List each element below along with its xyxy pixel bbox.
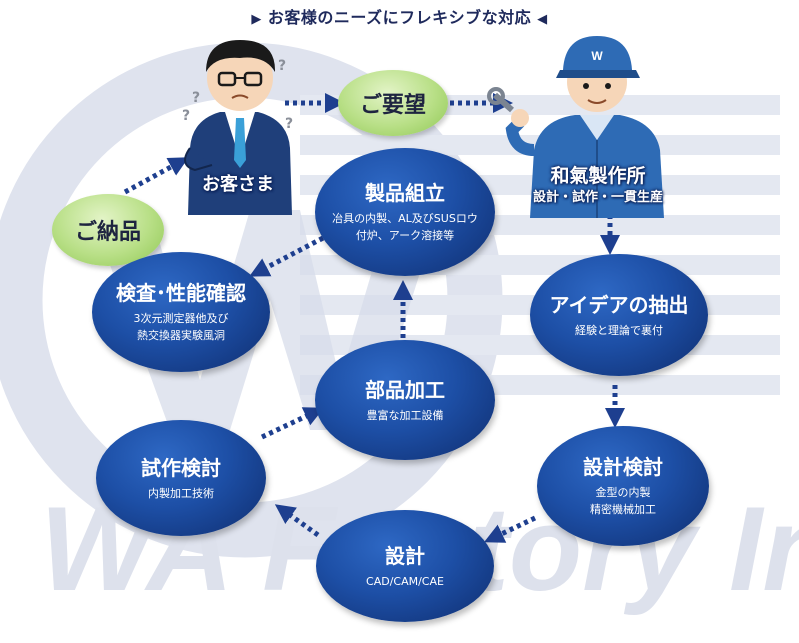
triangle-right-icon: ▶ — [251, 12, 262, 27]
node-title: 試作検討 — [141, 455, 221, 480]
node-inspection: 検査･性能確認 3次元測定器他及び 熱交換器実験風洞 — [92, 252, 270, 372]
delivery-bubble: ご納品 — [52, 194, 164, 266]
node-title: 設計検討 — [583, 455, 663, 479]
page-title: ▶ お客様のニーズにフレキシブな対応 ◀ — [0, 4, 799, 28]
node-prototype: 試作検討 内製加工技術 — [96, 420, 266, 536]
question-mark-icon: ? — [182, 108, 191, 124]
maker-label: 和氣製作所 — [550, 165, 646, 187]
question-mark-icon: ? — [278, 58, 287, 74]
node-title: 部品加工 — [365, 377, 445, 402]
maker-person — [487, 36, 664, 218]
node-title: アイデアの抽出 — [549, 292, 689, 317]
triangle-left-icon: ◀ — [537, 12, 548, 27]
maker-sublabel: 設計・試作・一貫生産 — [532, 190, 663, 205]
delivery-label: ご納品 — [74, 220, 141, 245]
node-subtitle: 内製加工技術 — [148, 486, 214, 500]
node-assembly: 製品組立 冶具の内製、AL及びSUSロウ 付炉、アーク溶接等 — [315, 148, 495, 276]
request-bubble: ご要望 — [338, 70, 448, 136]
node-subtitle: 金型の内製 精密機械加工 — [590, 486, 656, 516]
node-title: 検査･性能確認 — [116, 281, 246, 305]
node-subtitle: 豊富な加工設備 — [366, 408, 444, 422]
customer-label: お客さま — [202, 174, 274, 195]
customer-person — [184, 40, 292, 215]
arrow-prototype-to-parts — [260, 407, 325, 440]
node-design-review: 設計検討 金型の内製 精密機械加工 — [537, 426, 709, 546]
request-label: ご要望 — [359, 93, 426, 118]
node-idea: アイデアの抽出 経験と理論で裏付 — [530, 254, 708, 376]
node-design: 設計 CAD/CAM/CAE — [316, 510, 494, 622]
title-text: お客様のニーズにフレキシブな対応 — [267, 8, 532, 27]
node-subtitle: 経験と理論で裏付 — [575, 323, 663, 337]
question-mark-icon: ? — [285, 116, 294, 132]
arrow-design-to-prototype — [274, 504, 320, 538]
maker-cap-letter: W — [591, 49, 603, 63]
node-subtitle: 冶具の内製、AL及びSUSロウ 付炉、アーク溶接等 — [332, 212, 478, 242]
node-parts: 部品加工 豊富な加工設備 — [315, 340, 495, 460]
arrow-delivery-to-customer — [123, 157, 189, 195]
node-title: 設計 — [385, 543, 425, 568]
question-mark-icon: ? — [192, 90, 201, 106]
node-title: 製品組立 — [365, 181, 445, 205]
node-subtitle: 3次元測定器他及び 熱交換器実験風洞 — [133, 312, 229, 342]
node-subtitle: CAD/CAM/CAE — [366, 574, 444, 588]
